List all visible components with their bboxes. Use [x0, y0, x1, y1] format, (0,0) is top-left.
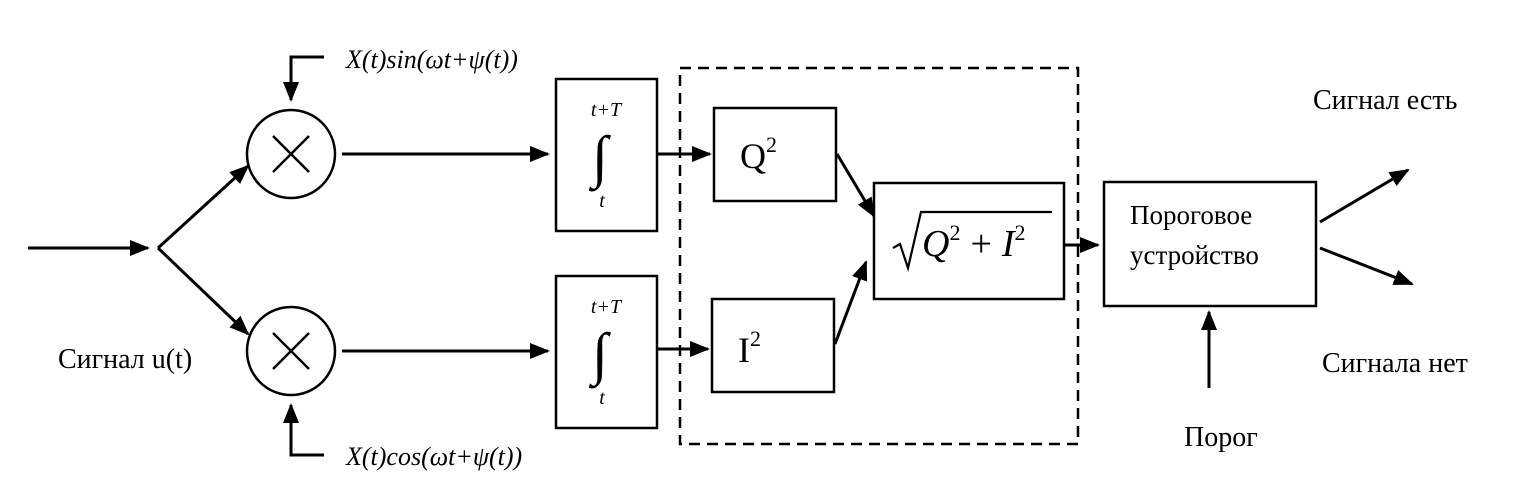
- input-signal-label: Сигнал u(t): [58, 344, 192, 375]
- lower-reference-line: [283, 403, 324, 457]
- upper-integrator-symbol: ∫: [588, 124, 611, 192]
- lower-integrator-upper-limit: t+T: [591, 296, 623, 318]
- threshold-device-line2: устройство: [1130, 240, 1259, 270]
- upper-integrator-upper-limit: t+T: [591, 99, 623, 121]
- sqrt-sign: [892, 210, 1052, 273]
- output-no-label: Сигнала нет: [1322, 348, 1468, 379]
- threshold-device-line1: Пороговое: [1130, 200, 1252, 230]
- lower-integrator: [554, 274, 659, 430]
- dashed-enclosure: [678, 66, 1080, 446]
- q-square-block: [712, 106, 838, 203]
- reference-sin-label: X(t)sin(ωt+ψ(t)): [345, 45, 518, 74]
- threshold-label: Порог: [1184, 422, 1258, 453]
- q-square-label: Q2: [740, 132, 777, 176]
- magnitude-block: [872, 181, 1066, 301]
- q-square-to-magnitude: [835, 153, 876, 218]
- output-no-arrow: [1319, 246, 1414, 286]
- lower-integrator-symbol: ∫: [588, 321, 611, 389]
- upper-integrator: [554, 77, 659, 233]
- split-to-upper-mixer: [156, 164, 250, 250]
- lower-integrator-lower-limit: t: [599, 387, 605, 409]
- magnitude-formula: Q2+I2: [922, 220, 1026, 265]
- i-square-to-magnitude: [833, 260, 868, 345]
- i-square-block: [710, 297, 836, 394]
- split-to-lower-mixer: [156, 246, 250, 336]
- reference-cos-label: X(t)cos(ωt+ψ(t)): [345, 442, 522, 471]
- upper-reference-line: [283, 55, 324, 102]
- i-square-label: I2: [738, 326, 761, 370]
- output-yes-label: Сигнал есть: [1313, 85, 1457, 116]
- threshold-device-block: [1102, 180, 1318, 308]
- output-yes-arrow: [1319, 168, 1410, 224]
- upper-integrator-lower-limit: t: [599, 190, 605, 212]
